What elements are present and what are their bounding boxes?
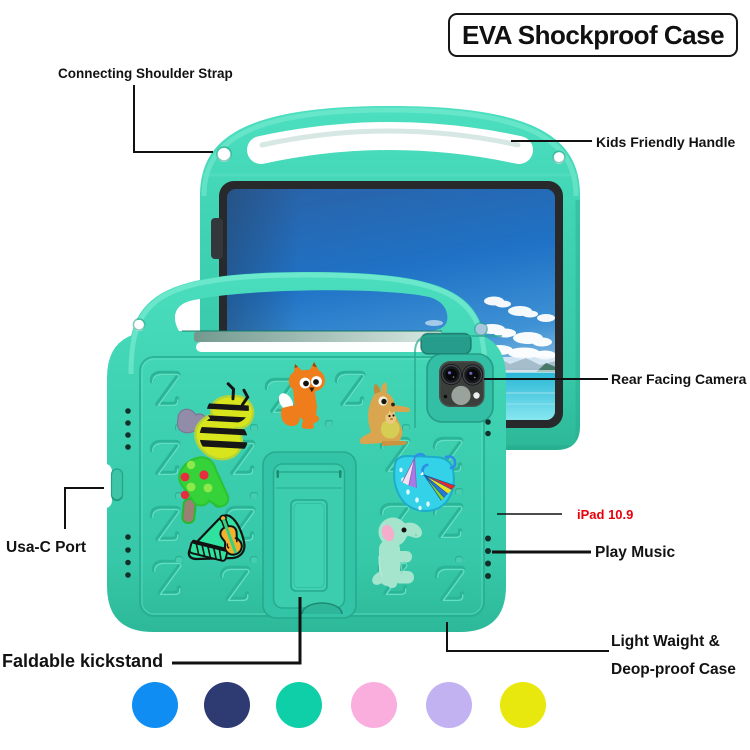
mic-holes: [485, 419, 491, 437]
strap-label: Connecting Shoulder Strap: [58, 66, 233, 81]
front-strap-hole-right: [474, 323, 488, 337]
bee-charm: [176, 382, 255, 461]
camera-flash: [451, 385, 471, 406]
usb-callout-line: [64, 487, 104, 529]
cup-charm: [393, 452, 457, 513]
kickstand-scoop: [302, 603, 342, 614]
kickstand-leg: [291, 500, 327, 591]
elephant-charm: [372, 517, 423, 588]
color-swatch-blue: [132, 682, 178, 728]
speaker-holes: [485, 535, 491, 579]
harmonica: [188, 539, 229, 562]
volume-holes: [125, 408, 131, 450]
weight-label-line2: Deop-proof Case: [611, 661, 736, 678]
kangaroo-charm: [359, 382, 411, 446]
camera-label: Rear Facing Camera: [611, 371, 747, 387]
pencil-slot: [211, 218, 223, 259]
fox-charm: [278, 362, 325, 429]
callout-lines: [64, 85, 609, 665]
usb-label: Usa-C Port: [6, 539, 87, 556]
music-label: Play Music: [595, 544, 676, 561]
fox-body: [293, 386, 320, 429]
pencil-groove: [196, 342, 436, 352]
umbrella-right: [420, 463, 456, 501]
handle-label: Kids Friendly Handle: [596, 134, 736, 150]
shoulder-strap-hole: [217, 148, 231, 162]
cup-handle: [444, 455, 457, 470]
umbrella-left: [401, 452, 426, 488]
color-swatch-yellow: [500, 682, 546, 728]
usb-c-port: [107, 464, 124, 508]
color-swatch-mint: [276, 682, 322, 728]
tree-canopy: [178, 456, 230, 508]
color-swatch-pink: [351, 682, 397, 728]
model-label: iPad 10.9: [577, 507, 634, 522]
back-strap-hole-right: [553, 152, 565, 164]
tree-charm: [178, 456, 230, 525]
light-callout-line: [446, 622, 609, 652]
camera-mic-dot: [443, 394, 448, 399]
rain-dots: [399, 467, 430, 511]
weight-label-line1: Light Waight &: [611, 633, 720, 650]
handle-hinge-recess: [421, 333, 471, 354]
color-swatch-navy: [204, 682, 250, 728]
left-speaker-holes: [125, 534, 131, 578]
camera-dot-white: [473, 392, 480, 399]
camera-module: [439, 361, 485, 407]
violin-body: [219, 514, 243, 556]
page-title: EVA Shockproof Case: [448, 13, 738, 57]
camera-area: [414, 335, 502, 428]
kickstand-label: Faldable kickstand: [2, 651, 164, 671]
kickstand: [262, 451, 357, 619]
back-handle-slot: [247, 122, 533, 164]
front-case: [107, 272, 506, 632]
violin-charm: [187, 514, 246, 562]
strap-callout-line: [133, 85, 213, 153]
elephant-trunk: [403, 522, 423, 538]
kangaroo-pouch: [381, 419, 400, 439]
front-strap-hole-left: [133, 319, 145, 332]
kickstand-callout-line: [172, 597, 302, 665]
color-swatch-lavender: [426, 682, 472, 728]
weight-label: Light Waight & Deop-proof Case: [611, 628, 736, 684]
